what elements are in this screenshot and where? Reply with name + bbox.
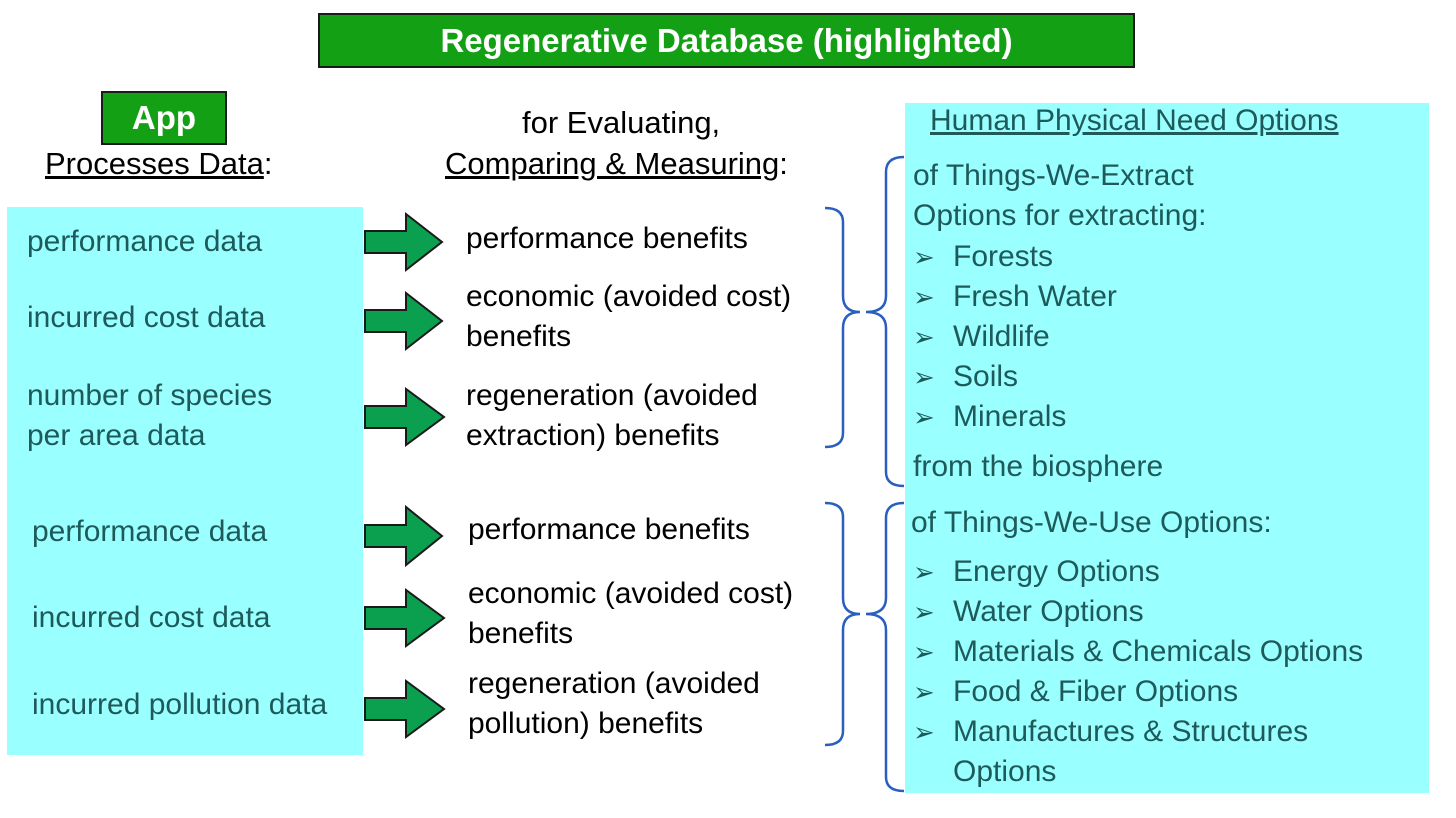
arrow-bullet-icon: ➢ <box>913 597 935 627</box>
green-arrow-icon <box>364 504 444 568</box>
comparing-measuring-label: Comparing & Measuring <box>445 146 780 181</box>
extract-outro: from the biosphere <box>913 450 1164 483</box>
middle-header-line2: Comparing & Measuring: <box>445 146 788 182</box>
benefit-economic-1: economic (avoided cost) benefits <box>466 280 792 353</box>
left-item-species-data: number of species per area data <box>27 379 273 452</box>
use-intro: of Things-We-Use Options: <box>911 506 1272 539</box>
extract-subheading: Options for extracting: <box>913 199 1207 232</box>
use-item-water: ➢Water Options <box>913 592 1373 632</box>
arrow-bullet-icon: ➢ <box>913 242 935 272</box>
arrow-bullet-icon: ➢ <box>913 677 935 707</box>
left-item-performance-data-1: performance data <box>27 225 263 258</box>
use-item-energy: ➢Energy Options <box>913 552 1373 592</box>
brace-icon <box>865 155 905 488</box>
processes-data-label: Processes Data <box>45 146 264 181</box>
arrow-bullet-icon: ➢ <box>913 402 935 432</box>
benefit-regeneration-pollution: regeneration (avoided pollution) benefit… <box>468 667 760 740</box>
arrow-bullet-icon: ➢ <box>913 282 935 312</box>
arrow-bullet-icon: ➢ <box>913 637 935 667</box>
use-list: ➢Energy Options ➢Water Options ➢Material… <box>913 552 1373 792</box>
green-arrow-icon <box>364 211 444 273</box>
green-arrow-icon <box>364 290 444 352</box>
needs-heading: Human Physical Need Options <box>930 104 1339 137</box>
arrow-bullet-icon: ➢ <box>913 362 935 392</box>
arrow-bullet-icon: ➢ <box>913 557 935 587</box>
benefit-performance-1: performance benefits <box>466 222 748 255</box>
benefit-performance-2: performance benefits <box>468 513 750 546</box>
extract-intro: of Things-We-Extract <box>913 159 1194 192</box>
page-title: Regenerative Database (highlighted) <box>318 13 1135 68</box>
brace-icon <box>824 501 861 747</box>
use-item-manufactures: ➢Manufactures & Structures Options <box>913 712 1373 792</box>
extract-item-soils: ➢Soils <box>913 357 1117 397</box>
left-item-pollution-data: incurred pollution data <box>32 688 328 721</box>
brace-icon <box>865 501 905 793</box>
extract-item-fresh-water: ➢Fresh Water <box>913 277 1117 317</box>
left-data-panel <box>7 207 363 755</box>
left-item-incurred-cost-data-2: incurred cost data <box>32 601 271 634</box>
processes-data-colon: : <box>263 146 273 181</box>
app-badge: App <box>101 91 227 145</box>
use-item-materials: ➢Materials & Chemicals Options <box>913 632 1373 672</box>
green-arrow-icon <box>364 679 446 739</box>
extract-list: ➢Forests ➢Fresh Water ➢Wildlife ➢Soils ➢… <box>913 237 1117 437</box>
left-item-incurred-cost-data-1: incurred cost data <box>27 301 266 334</box>
processes-data-heading: Processes Data: <box>45 146 272 182</box>
extract-item-minerals: ➢Minerals <box>913 397 1117 437</box>
green-arrow-icon <box>364 387 446 447</box>
extract-item-forests: ➢Forests <box>913 237 1117 277</box>
arrow-bullet-icon: ➢ <box>913 322 935 352</box>
middle-header-line1: for Evaluating, <box>522 105 721 140</box>
right-needs-panel <box>905 103 1429 793</box>
extract-item-wildlife: ➢Wildlife <box>913 317 1117 357</box>
arrow-bullet-icon: ➢ <box>913 717 935 747</box>
benefit-regeneration-extraction: regeneration (avoided extraction) benefi… <box>466 379 758 452</box>
comparing-measuring-colon: : <box>779 146 788 181</box>
green-arrow-icon <box>364 588 446 648</box>
left-item-performance-data-2: performance data <box>32 515 268 548</box>
use-item-food-fiber: ➢Food & Fiber Options <box>913 672 1373 712</box>
brace-icon <box>824 206 861 449</box>
benefit-economic-2: economic (avoided cost) benefits <box>468 577 794 650</box>
